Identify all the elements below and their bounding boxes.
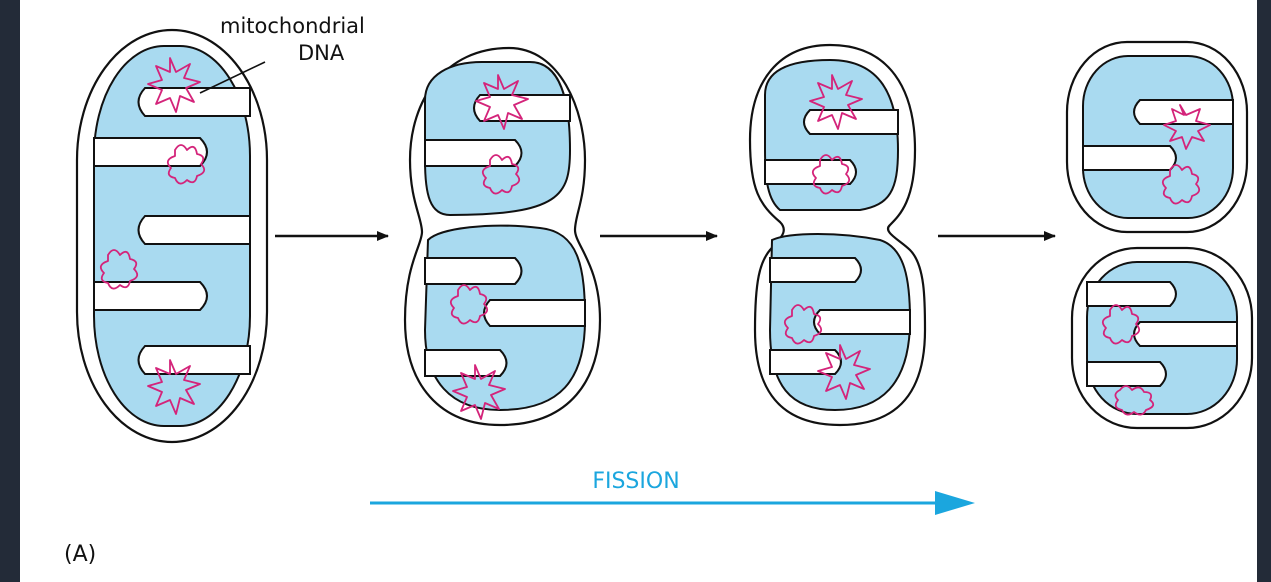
mitochondrion-stage-3: [750, 45, 925, 425]
fission-arrow: [370, 491, 975, 515]
daughter-mitochondrion-top: [1067, 42, 1247, 232]
dna-label-line2: DNA: [298, 41, 345, 65]
panel-label: (A): [64, 542, 96, 567]
fission-diagram: mitochondrial DNA FISSION (A): [20, 0, 1257, 582]
daughter-mitochondrion-bottom: [1072, 248, 1252, 428]
diagram-panel: mitochondrial DNA FISSION (A): [20, 0, 1257, 582]
mitochondrion-stage-4: [1067, 42, 1252, 428]
mitochondrion-stage-1: [77, 30, 267, 442]
dna-label-line1: mitochondrial: [220, 14, 365, 38]
fission-label: FISSION: [592, 469, 679, 494]
mitochondrion-stage-2: [405, 48, 600, 425]
